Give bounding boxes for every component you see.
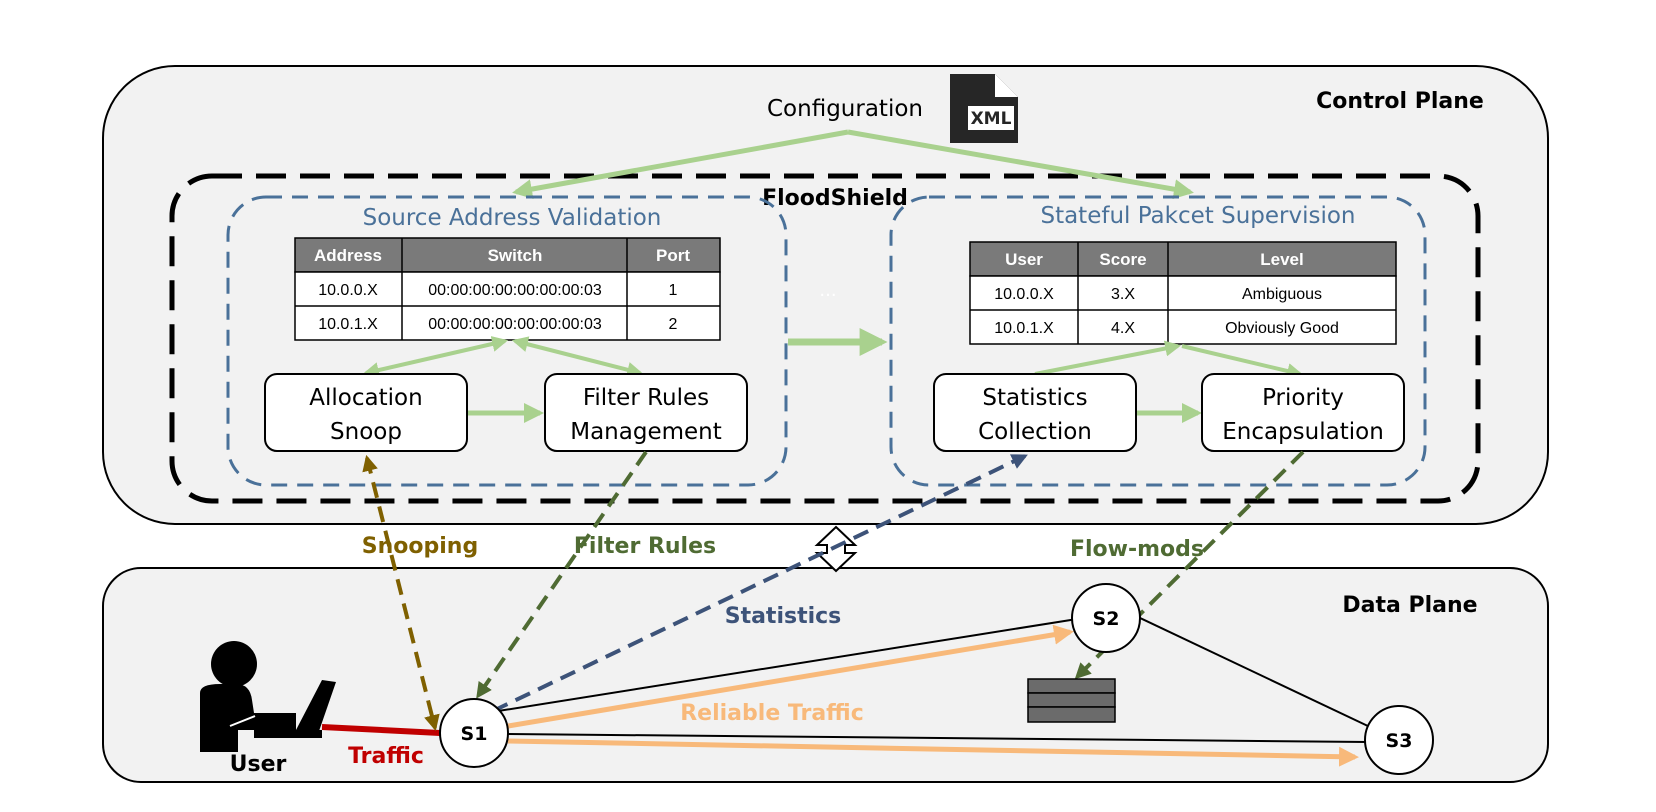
configuration-label: Configuration	[767, 96, 923, 122]
sps-cell: 4.X	[1111, 320, 1135, 337]
sps-cell: 3.X	[1111, 286, 1135, 303]
filter-rules-line1: Filter Rules	[583, 385, 709, 411]
allocation-snoop-line2: Snoop	[330, 419, 402, 445]
sps-cell: Obviously Good	[1225, 320, 1339, 337]
sps-module	[889, 195, 1427, 487]
flow-table-icon	[1027, 678, 1116, 723]
sav-cell: 10.0.0.X	[318, 282, 378, 299]
sav-table-arrow-right	[511, 336, 644, 378]
sav-cell: 10.0.1.X	[318, 316, 378, 333]
link-s2-s3	[1137, 616, 1371, 728]
sps-title: Stateful Pakcet Supervision	[1040, 203, 1355, 229]
plane-link-double-arrow-icon	[814, 525, 858, 573]
sav-cell: 1	[669, 282, 678, 299]
xml-file-icon: XML	[950, 74, 1018, 143]
sav-header-port: Port	[656, 246, 690, 265]
sps-table-arrow-left	[1034, 340, 1182, 376]
priority-encapsulation-line2: Encapsulation	[1222, 419, 1384, 445]
filter-rules-line2: Management	[570, 419, 722, 445]
sav-cell: 2	[669, 316, 678, 333]
sav-table-arrow-left	[362, 336, 509, 378]
allocation-snoop-line1: Allocation	[309, 385, 422, 411]
traffic-label: Traffic	[348, 744, 424, 769]
sps-table-arrow-right	[1181, 344, 1304, 379]
sav-cell: 00:00:00:00:00:00:00:03	[428, 282, 602, 299]
snooping-arrow	[362, 454, 440, 732]
xml-file-badge: XML	[971, 109, 1012, 129]
sps-header-score: Score	[1099, 250, 1146, 269]
config-arrow-right	[847, 129, 1194, 200]
sps-table: User Score Level 10.0.0.X 3.X Ambiguous …	[969, 241, 1397, 345]
user-label: User	[230, 752, 287, 777]
reliable-traffic-arrow-s2	[507, 624, 1074, 729]
sps-header-user: User	[1005, 250, 1043, 269]
data-plane-title: Data Plane	[1342, 593, 1477, 618]
switch-s1[interactable]: S1	[439, 698, 509, 768]
switch-s1-label: S1	[461, 723, 488, 745]
switch-s2-label: S2	[1093, 608, 1120, 630]
priority-encapsulation-line1: Priority	[1262, 385, 1344, 411]
filter-rules-management-box: Filter Rules Management	[544, 373, 748, 452]
user-icon	[200, 641, 336, 752]
statistics-label: Statistics	[725, 604, 842, 629]
allocation-snoop-box: Allocation Snoop	[264, 373, 468, 452]
statistics-collection-line2: Collection	[978, 419, 1092, 445]
sav-header-switch: Switch	[488, 246, 543, 265]
switch-s2[interactable]: S2	[1071, 583, 1141, 653]
sav-module	[226, 195, 788, 487]
sps-cell: Ambiguous	[1242, 286, 1322, 303]
sps-cell: 10.0.0.X	[994, 286, 1054, 303]
sav-title: Source Address Validation	[363, 205, 662, 231]
config-arrow-left	[512, 129, 849, 199]
switch-s3-label: S3	[1386, 730, 1413, 752]
reliable-traffic-arrow-s3	[507, 738, 1359, 767]
snooping-label: Snooping	[362, 534, 478, 559]
floodshield-ellipsis: ...	[819, 280, 836, 301]
link-s1-s2	[491, 618, 1078, 713]
switch-s3[interactable]: S3	[1364, 705, 1434, 775]
statistics-collection-box: Statistics Collection	[933, 373, 1137, 452]
sps-cell: 10.0.1.X	[994, 320, 1054, 337]
sps-header-level: Level	[1260, 250, 1303, 269]
link-s1-s3	[507, 733, 1369, 743]
sav-cell: 00:00:00:00:00:00:00:03	[428, 316, 602, 333]
reliable-traffic-label: Reliable Traffic	[680, 701, 864, 726]
floodshield-container	[169, 173, 1481, 504]
filter-rules-label: Filter Rules	[574, 534, 716, 559]
statistics-collection-line1: Statistics	[982, 385, 1087, 411]
flow-mods-label: Flow-mods	[1070, 537, 1204, 562]
priority-encapsulation-box: Priority Encapsulation	[1201, 373, 1405, 452]
sav-header-address: Address	[314, 246, 382, 265]
sav-table: Address Switch Port 10.0.0.X 00:00:00:00…	[294, 237, 721, 341]
control-plane-title: Control Plane	[1316, 89, 1484, 114]
floodshield-title: FloodShield	[762, 186, 908, 211]
